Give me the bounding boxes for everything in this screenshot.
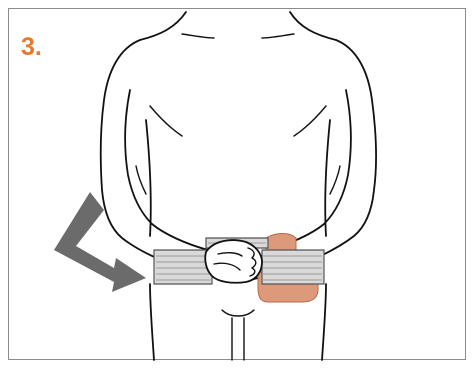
step-number: 3. (21, 35, 42, 60)
hands (205, 240, 262, 283)
bent-arrow-right-icon (54, 192, 146, 292)
body-outline (101, 12, 376, 360)
